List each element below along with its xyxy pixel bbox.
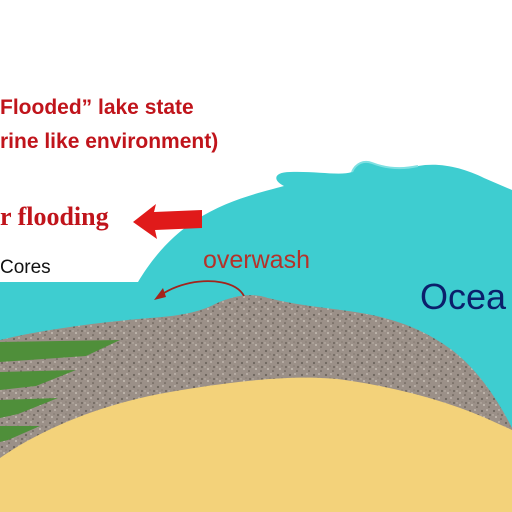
- overwash-arrowhead-icon: [154, 288, 166, 300]
- ocean-label: Ocea: [420, 276, 507, 317]
- vegetation-layer-4: [0, 426, 40, 442]
- title-line-1: Flooded” lake state: [0, 96, 194, 119]
- vegetation-layer-3: [0, 398, 58, 418]
- overwash-arrow-icon: [157, 280, 245, 298]
- flooding-arrow-icon: [133, 204, 202, 239]
- sand-body: [0, 377, 512, 512]
- cores-label: Cores: [0, 257, 51, 278]
- vegetation-layer-2: [0, 370, 76, 390]
- wave-crest: [351, 160, 419, 173]
- title-line-2: rine like environment): [0, 130, 219, 153]
- overwash-label: overwash: [203, 246, 310, 274]
- vegetation-layer-1: [0, 340, 120, 362]
- flooding-label: r flooding: [0, 202, 109, 231]
